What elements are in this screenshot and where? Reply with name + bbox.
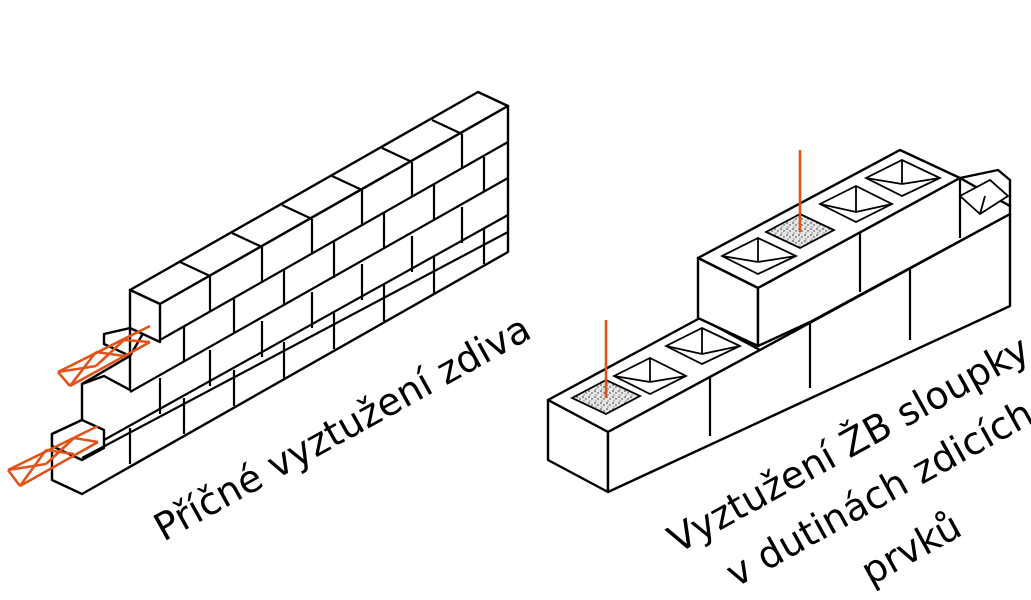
upper-course-cavities — [719, 158, 1010, 276]
upper-course-joints — [858, 178, 962, 292]
transverse-reinforcement-lower — [6, 424, 99, 488]
brick-wall-left — [50, 90, 510, 496]
rc-column-bars — [604, 150, 802, 398]
lower-course-joints — [708, 266, 912, 436]
brick-top-joints — [179, 119, 463, 277]
transverse-reinforcement-upper — [57, 324, 151, 388]
brick-courses — [81, 141, 509, 459]
brick-vertical-joints — [128, 134, 486, 464]
